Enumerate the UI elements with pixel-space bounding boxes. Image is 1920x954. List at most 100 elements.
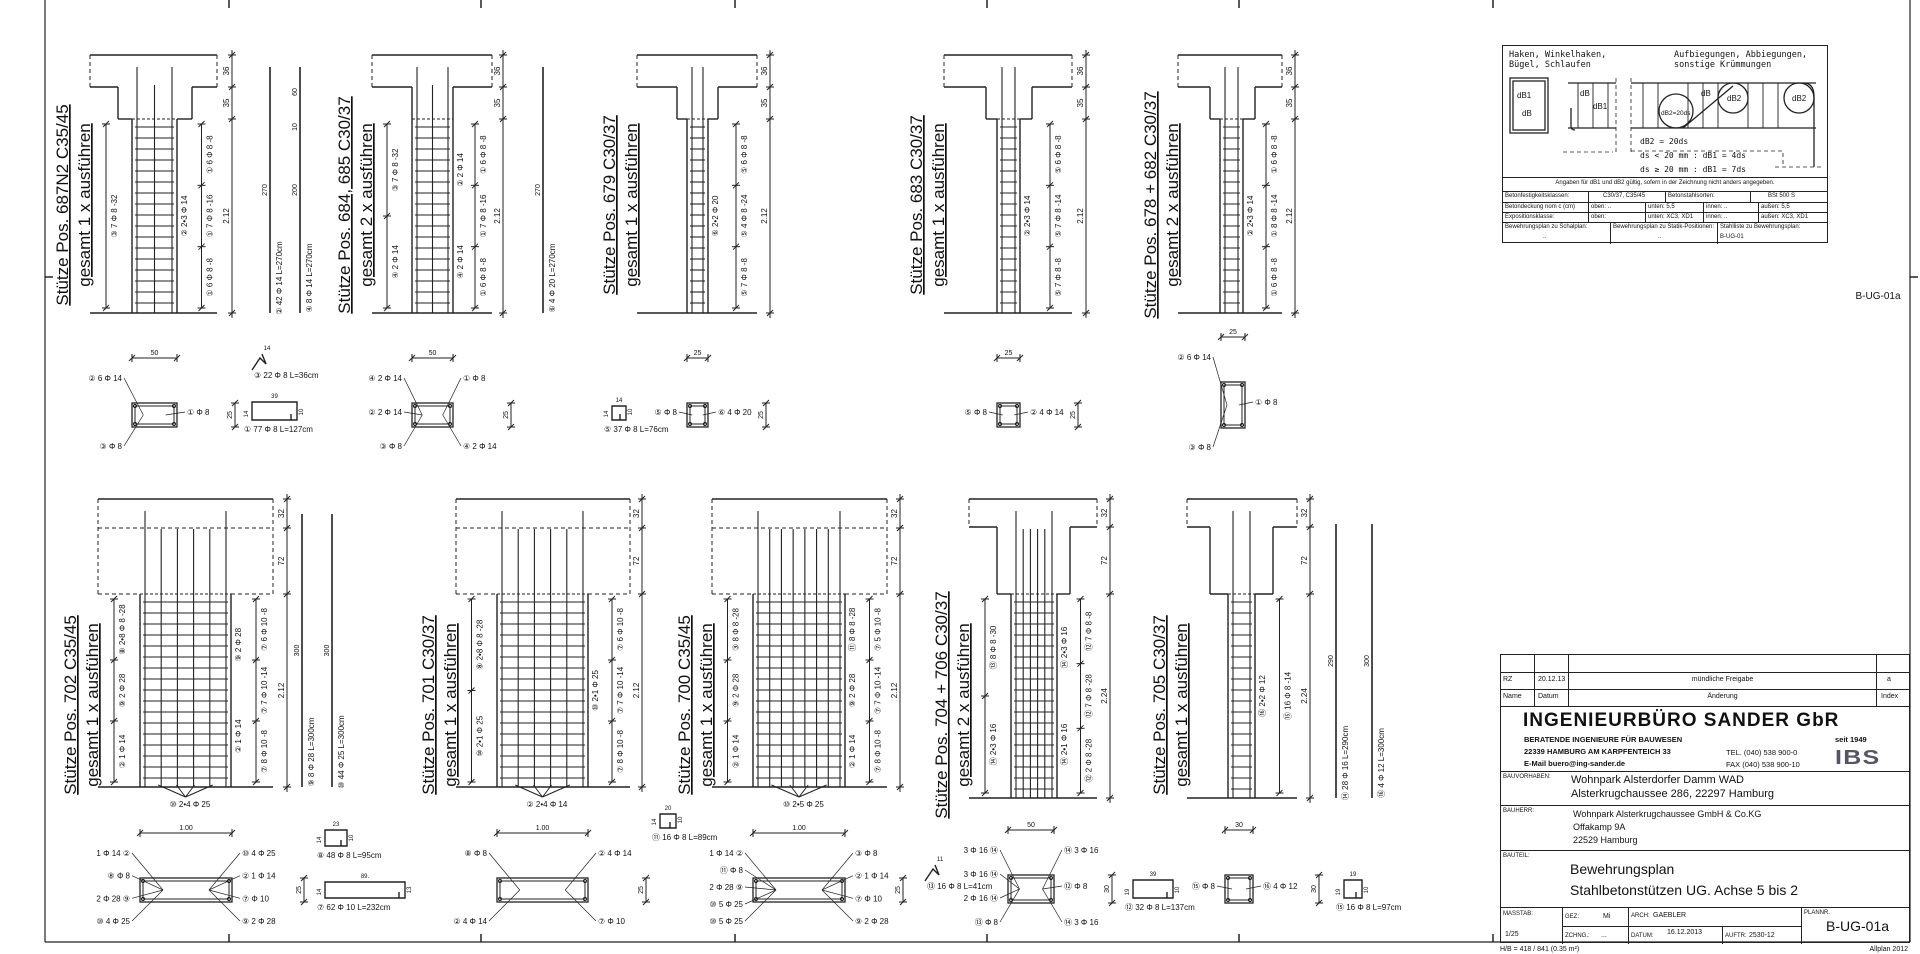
section-label: ⑧ Φ 8 <box>108 872 131 881</box>
shape-dimension: 10 <box>1175 886 1181 893</box>
dimension-label: 2.12 <box>1285 208 1294 224</box>
section-outline <box>752 877 846 903</box>
leader-line <box>131 875 164 891</box>
section-label: ⑨ 2 Φ 28 <box>855 917 889 926</box>
stirrup-shape <box>659 813 677 829</box>
section-width-label: 1.00 <box>536 825 550 832</box>
callout-inner: ⑨ 2 Φ 28 <box>234 627 243 661</box>
leader-line <box>821 889 854 899</box>
section-height-label: 25 <box>503 411 510 419</box>
legend-heading-line: Bügel, Schlaufen <box>1509 60 1591 70</box>
dimension-label: 36 <box>222 66 231 75</box>
section-label: ⑦ Φ 10 <box>855 894 882 903</box>
callout-right: ⑦ 8 Φ 10 -8 <box>260 729 269 772</box>
rebar-dot <box>447 403 453 409</box>
project-line: Alsterkrugchaussee 286, 22297 Hamburg <box>1571 788 1775 800</box>
section-label: 2 Φ 28 ⑨ <box>96 894 130 903</box>
section-label: ② 6 Φ 14 <box>88 374 122 383</box>
arch-label: ARCH: <box>1631 913 1650 919</box>
cover-bottom: unten: 5,5 <box>1648 204 1675 210</box>
arch-value: GAEBLER <box>1653 912 1687 919</box>
section-label: ③ Φ 8 <box>855 849 878 858</box>
leader-line <box>744 869 777 891</box>
rebar-dot <box>687 421 693 427</box>
sketch-label: dB <box>1522 109 1532 118</box>
leader-line <box>165 411 186 416</box>
rebar-dot <box>226 896 232 902</box>
ref-label: Stahlliste zu Bewehrungsplan: <box>1720 224 1801 230</box>
column-title: Stütze Pos. 701 C30/37 <box>419 615 438 795</box>
dimension-label: 2.12 <box>1076 208 1085 224</box>
section-label: ② 1 Φ 14 <box>242 872 276 881</box>
bar-length-label: 300 <box>1364 655 1371 667</box>
section-width-label: 50 <box>151 350 159 357</box>
callout-left: ② 1 Φ 14 <box>118 734 127 768</box>
legend-formulas: dB2 = 20ds ds < 20 mm : dB1 = 4ds ds ≥ 2… <box>1640 135 1746 177</box>
section-label: ② 2 Φ 14 <box>368 408 402 417</box>
rebar-dot <box>839 878 845 884</box>
leader-line <box>131 852 164 891</box>
company-fax: FAX (040) 538 900-10 <box>1726 760 1800 769</box>
footer-software: Allplan 2012 <box>1869 946 1908 953</box>
leader-line <box>131 889 164 899</box>
leader-line <box>208 889 241 899</box>
callout-right: ① 6 Φ 8 -8 <box>1270 135 1279 174</box>
dimension-label: 36 <box>493 66 502 75</box>
bar-schedule-label: ④ 8 Φ 14 L=270cm <box>305 243 314 312</box>
legend-sketch: dB1 dB dB1 dB dB2=20ds dB dB2 dB2 <box>1509 76 1821 168</box>
column-subtitle: gesamt 1 x ausführen <box>441 623 460 786</box>
company-tel: TEL. (040) 538 900-0 <box>1726 748 1798 757</box>
callout-left: ⑨ 2 Φ 28 <box>732 673 741 707</box>
stirrup-shape <box>324 829 348 847</box>
section-label: ④ 2 Φ 14 <box>463 442 497 451</box>
concrete-class-label: Betonfestigkeitsklassen: <box>1505 193 1570 199</box>
sketch-label: dB <box>1701 89 1711 98</box>
bending-schedule-label: ⑤ 37 Φ 8 L=76cm <box>604 425 669 434</box>
callout-right: ⑦ 7 Φ 10 -14 <box>616 666 625 714</box>
ladder-bars <box>1568 82 1816 129</box>
section-label: ① Φ 8 <box>187 408 210 417</box>
sketch-label: dB1 <box>1593 102 1608 111</box>
leader-line <box>1216 885 1233 890</box>
callout-right: ⑦ 6 Φ 10 -8 <box>616 607 625 650</box>
rebar-dot <box>1225 875 1231 881</box>
shape-dimension: 10 <box>299 408 305 415</box>
part-line: Stahlbetonstützen UG. Achse 5 bis 2 <box>1570 882 1799 898</box>
client-line: 22529 Hamburg <box>1573 835 1638 845</box>
section-outline <box>1224 874 1254 904</box>
dimension-label: 32 <box>890 509 899 518</box>
callout-left: ⑨ 2 Φ 28 <box>118 673 127 707</box>
section-label: ⑩ 5 Φ 25 <box>709 917 743 926</box>
callout-right: ① 6 Φ 8 -8 <box>206 258 215 297</box>
rebar-dot <box>1247 897 1253 903</box>
shape-dimension: 20 <box>665 806 672 812</box>
leader-line <box>123 377 144 416</box>
section-height-label: 30 <box>1311 885 1318 893</box>
leader-line <box>564 852 597 891</box>
shape-dimension: 39 <box>271 394 278 400</box>
section-label: ⑦ Φ 10 <box>598 917 625 926</box>
stirrup-outline <box>1509 77 1549 134</box>
cover-outside: außen: 5,5 <box>1761 204 1790 210</box>
shape-dimension: 23 <box>333 822 340 828</box>
leader-line <box>999 873 1020 890</box>
leader-line <box>123 414 144 447</box>
bar-schedule-label: ⑩ 44 Φ 25 L=300cm <box>337 715 346 789</box>
callout-inner: ⑪ 8 Φ 8 -28 <box>848 607 857 651</box>
bending-schedule-label: ⑧ 48 Φ 8 L=95cm <box>317 851 382 860</box>
leader-line <box>702 411 717 416</box>
section-outline <box>686 402 709 428</box>
callout-inner: ⑭ 2•1 Φ 16 <box>1060 723 1069 765</box>
rebar-dot <box>171 403 177 409</box>
section-label: ② 4 Φ 14 <box>453 917 487 926</box>
section-stirrup <box>1010 877 1052 901</box>
stirrup-inner <box>1512 80 1546 131</box>
column-subtitle: gesamt 2 x ausführen <box>1163 123 1182 286</box>
callout-inner: ② 1 Φ 14 <box>234 719 243 753</box>
callout-right: ⑤ 6 Φ 8 -8 <box>1054 135 1063 174</box>
rebar-dot <box>1048 875 1054 881</box>
bending-schedule-label: ① 77 Φ 8 L=127cm <box>244 425 313 434</box>
callout-inner: ⑨ 2 Φ 28 <box>848 673 857 707</box>
